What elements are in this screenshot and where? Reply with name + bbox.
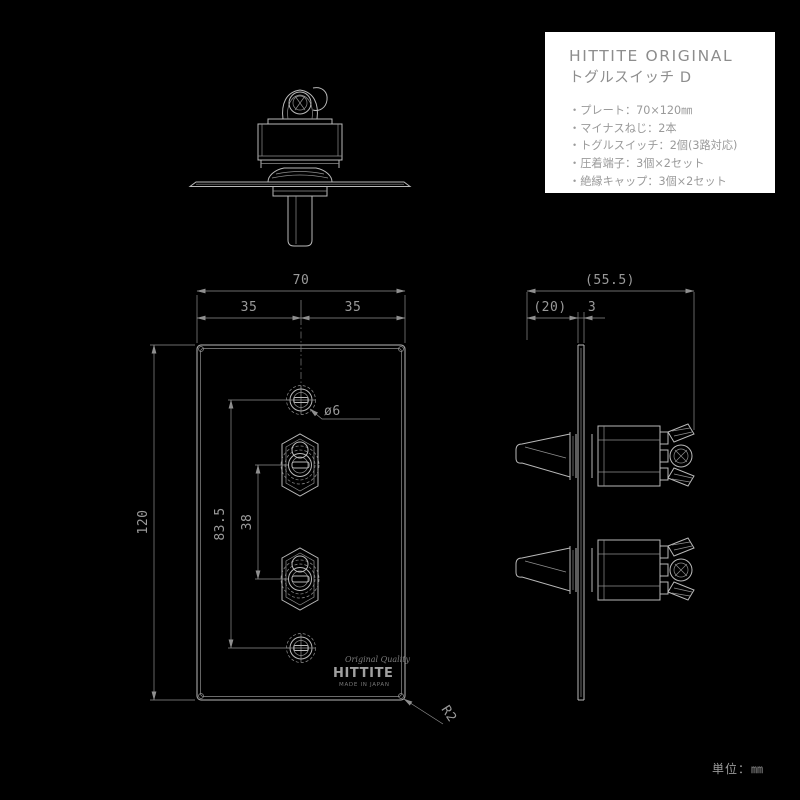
logo-tagline: MADE IN JAPAN [339, 682, 390, 688]
dim-depth-lever: (20) [533, 300, 566, 315]
spec-item: ・マイナスねじ：2本 [569, 121, 677, 135]
front-view: Original Quality HITTITE MADE IN JAPAN [196, 318, 410, 701]
dim-pitch-inner: 38 [240, 514, 255, 531]
side-toggle-bottom [515, 537, 695, 601]
spec-item: ・圧着端子：3個×2セット [569, 157, 705, 170]
toggle-switch-top [280, 433, 320, 497]
side-toggle-top [515, 423, 695, 487]
screw-hole-bottom [286, 633, 316, 663]
dim-width-right: 35 [345, 300, 362, 315]
dim-corner-radius: R2 [438, 703, 460, 725]
dim-width-total: 70 [293, 273, 310, 288]
spec-list: ・プレート：70×120㎜ ・マイナスねじ：2本 ・トグルスイッチ：2個(3路対… [569, 102, 759, 190]
logo-wordmark: HITTITE [333, 666, 394, 681]
logo-script: Original Quality [345, 655, 410, 664]
panel-title-en: HITTITE ORIGINAL [569, 47, 734, 65]
spec-item: ・絶縁キャップ：3個×2セット [569, 174, 727, 188]
dim-hole-diameter: ø6 [324, 404, 341, 419]
hittite-logo: Original Quality HITTITE MADE IN JAPAN [333, 655, 410, 688]
spec-item: ・トグルスイッチ：2個(3路対応) [569, 139, 738, 153]
side-view-dimensions: (55.5) (20) 3 [526, 273, 695, 430]
dim-plate-thickness: 3 [588, 300, 596, 315]
info-panel: HITTITE ORIGINAL トグルスイッチ D ・プレート：70×120㎜… [545, 32, 775, 193]
front-view-dimensions: 70 35 35 120 83.5 38 ø6 R2 [136, 273, 459, 725]
dim-width-left: 35 [241, 300, 258, 315]
dim-depth-total: (55.5) [585, 273, 635, 288]
dim-height-total: 120 [136, 510, 151, 535]
side-view [515, 344, 695, 701]
panel-title-jp: トグルスイッチ D [569, 69, 692, 86]
spec-item: ・プレート：70×120㎜ [569, 103, 693, 117]
detail-view-screw [188, 87, 412, 247]
dim-pitch-outer: 83.5 [213, 507, 228, 540]
unit-note: 単位：㎜ [712, 762, 765, 776]
